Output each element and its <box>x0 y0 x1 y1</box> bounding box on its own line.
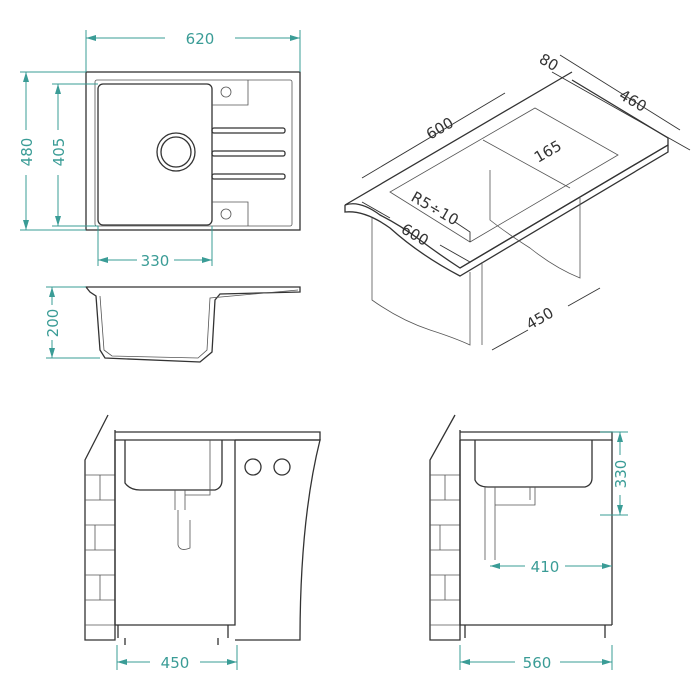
dim-rim: 80 <box>536 50 562 75</box>
dim-front-cabinet-width: 450 <box>161 654 190 672</box>
drain-icon <box>156 132 196 172</box>
tap-hole-icon <box>220 86 232 98</box>
side-view: 200 <box>44 286 301 363</box>
dim-height: 200 <box>44 309 62 338</box>
front-installed-view: 450 <box>84 414 321 672</box>
dim-profile-depth: 560 <box>523 654 552 672</box>
profile-installed-view: 330 410 560 <box>429 414 630 672</box>
dim-bowl-height: 330 <box>612 460 630 489</box>
dim-bowl-depth: 405 <box>50 138 68 167</box>
isometric-view: 600 80 460 165 R5÷10 600 450 <box>344 50 691 351</box>
dim-depth: 480 <box>18 138 36 167</box>
dim-drain-offset: 410 <box>531 558 560 576</box>
dim-bowl-length: 165 <box>531 137 565 167</box>
top-view: 620 480 405 330 <box>18 30 301 270</box>
dim-width: 620 <box>186 30 215 48</box>
dim-bowl-width: 330 <box>141 252 170 270</box>
dim-cabinet-depth: 450 <box>523 304 557 334</box>
